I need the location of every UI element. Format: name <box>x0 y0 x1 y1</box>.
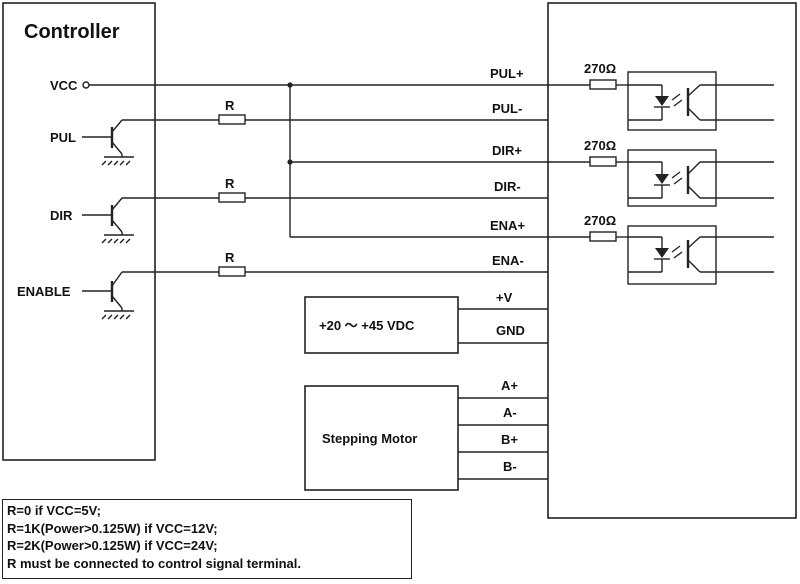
driver-box <box>547 2 797 519</box>
note-line: R=2K(Power>0.125W) if VCC=24V; <box>7 538 218 553</box>
dir-resistor <box>218 192 246 203</box>
optocoupler-3 <box>627 225 774 285</box>
optocoupler-1 <box>627 71 774 131</box>
terminal-pul-minus: PUL- <box>492 101 522 116</box>
note-line: R must be connected to control signal te… <box>7 555 301 571</box>
terminal-ena-plus: ENA+ <box>490 218 525 233</box>
opto3-resistor <box>589 231 617 242</box>
terminal-gnd: GND <box>496 323 525 338</box>
stepping-motor-label: Stepping Motor <box>322 431 417 446</box>
dir-label: DIR <box>50 208 73 223</box>
pul-resistor <box>218 114 246 125</box>
opto1-resistor <box>589 79 617 90</box>
opto2-resistor <box>589 156 617 167</box>
terminal-v-plus: +V <box>496 290 513 305</box>
enable-transistor <box>82 271 134 320</box>
power-supply-label: +20 ～ +45 VDC <box>319 318 415 333</box>
optocoupler-2 <box>627 149 774 207</box>
terminal-b-minus: B- <box>503 459 517 474</box>
opto1-resistor-label: 270Ω <box>584 61 616 76</box>
note-line: R=0 if VCC=5V; <box>7 503 101 518</box>
controller-box <box>2 2 156 461</box>
pul-transistor <box>82 119 134 166</box>
pul-label: PUL <box>50 130 76 145</box>
vcc-terminal <box>82 81 90 89</box>
terminal-ena-minus: ENA- <box>492 253 524 268</box>
terminal-a-plus: A+ <box>501 378 518 393</box>
terminal-a-minus: A- <box>503 405 517 420</box>
note-line: R=1K(Power>0.125W) if VCC=12V; <box>7 520 218 536</box>
pul-resistor-label: R <box>225 98 235 113</box>
terminal-pul-plus: PUL+ <box>490 66 524 81</box>
enable-resistor <box>218 266 246 277</box>
opto3-resistor-label: 270Ω <box>584 213 616 228</box>
terminal-b-plus: B+ <box>501 432 518 447</box>
dir-resistor-label: R <box>225 176 235 191</box>
enable-label: ENABLE <box>17 284 71 299</box>
enable-resistor-label: R <box>225 250 235 265</box>
terminal-dir-plus: DIR+ <box>492 143 522 158</box>
controller-title: Controller <box>24 21 120 43</box>
notes-box: R=0 if VCC=5V; R=1K(Power>0.125W) if VCC… <box>2 499 412 579</box>
power-supply-box <box>304 296 459 354</box>
dir-transistor <box>82 197 134 244</box>
vcc-label: VCC <box>50 78 78 93</box>
terminal-dir-minus: DIR- <box>494 179 521 194</box>
opto2-resistor-label: 270Ω <box>584 138 616 153</box>
stepping-motor-box <box>304 385 459 491</box>
